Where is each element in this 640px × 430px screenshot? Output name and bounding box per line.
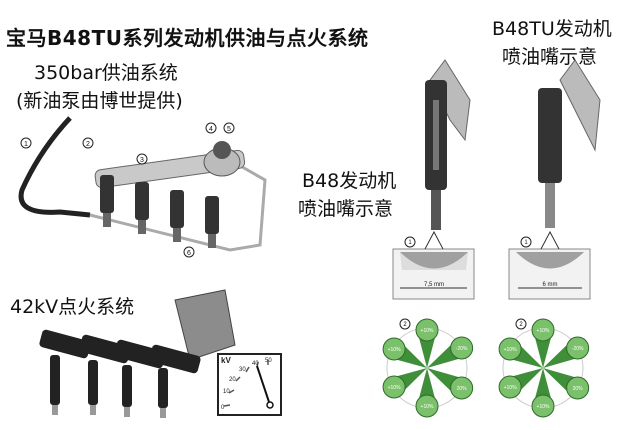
spray-cone-end xyxy=(382,375,406,399)
b48tu-heading-line1: B48TU发动机 xyxy=(492,18,612,40)
ignition-system-heading: 42kV点火系统 xyxy=(10,296,135,318)
b48-spray-pattern: +10% +10% +10% +10% -20% 20% 2 xyxy=(382,318,474,418)
spray-label: 20% xyxy=(457,386,468,392)
spray-cone-end xyxy=(415,394,439,418)
b48tu-injector-illustration xyxy=(538,59,601,228)
kv-gauge xyxy=(217,353,282,416)
callout-6: 6 xyxy=(187,250,191,257)
b48-dimension: 7,5 mm xyxy=(424,282,444,288)
gauge-tick-50: 50 xyxy=(265,358,272,364)
b48-heading-line2: 喷油嘴示意 xyxy=(298,198,394,220)
spray-cone-end xyxy=(531,394,555,418)
spray-label: +10% xyxy=(504,385,517,391)
gauge-unit: kV xyxy=(221,356,231,365)
callout-4: 4 xyxy=(209,126,213,133)
spray-cone-end xyxy=(498,337,522,361)
gauge-tick-20: 20 xyxy=(229,377,236,383)
spray-cone-end xyxy=(450,376,474,400)
callout-1: 1 xyxy=(24,141,28,148)
gauge-tick-30: 30 xyxy=(239,367,246,373)
callout-2: 2 xyxy=(86,141,90,148)
b48-chamber-diagram xyxy=(392,230,475,300)
ignition-coils-illustration xyxy=(39,289,236,418)
spray-cone-end xyxy=(382,337,406,361)
spray-cone-end xyxy=(531,318,555,342)
page-title: 宝马B48TU系列发动机供油与点火系统 xyxy=(6,26,369,50)
b48tu-chamber-diagram xyxy=(508,230,591,300)
b48tu-callout-1: 1 xyxy=(524,240,528,246)
gauge-tick-40: 40 xyxy=(252,361,259,367)
spray-label: +10% xyxy=(537,328,550,334)
spray-label: +10% xyxy=(388,385,401,391)
gauge-tick-10: 10 xyxy=(223,389,230,395)
b48-heading-line1: B48发动机 xyxy=(302,170,397,192)
spray-cone-end xyxy=(566,376,590,400)
b48-callout-1: 1 xyxy=(408,240,412,246)
spray-label: -20% xyxy=(572,346,584,352)
spray-cone-end xyxy=(415,318,439,342)
spray-cone-end xyxy=(566,336,590,360)
callout-5: 5 xyxy=(227,126,231,133)
fuel-system-subheading: (新油泵由博世提供) xyxy=(16,90,183,112)
b48tu-spray-pattern: +10% +10% +10% +10% -20% 20% 2 xyxy=(498,318,590,418)
spray-cone-end xyxy=(450,336,474,360)
spray-label: +10% xyxy=(504,347,517,353)
b48tu-callout-2: 2 xyxy=(519,322,523,328)
callout-3: 3 xyxy=(140,157,144,164)
spray-label: +10% xyxy=(388,347,401,353)
b48tu-dimension: 6 mm xyxy=(543,282,558,288)
b48-callout-2: 2 xyxy=(403,322,407,328)
spray-label: +10% xyxy=(421,328,434,334)
spray-label: +10% xyxy=(421,404,434,410)
gauge-tick-0: 0 xyxy=(221,405,225,411)
gauge-needle xyxy=(256,365,271,406)
fuel-rail-illustration xyxy=(18,116,267,252)
fuel-callouts xyxy=(20,122,235,258)
spray-cone-end xyxy=(498,375,522,399)
fuel-system-heading: 350bar供油系统 xyxy=(34,62,178,84)
spray-label: 20% xyxy=(573,386,584,392)
spray-label: -20% xyxy=(456,346,468,352)
b48-injector-illustration xyxy=(425,59,471,230)
spray-label: +10% xyxy=(537,404,550,410)
